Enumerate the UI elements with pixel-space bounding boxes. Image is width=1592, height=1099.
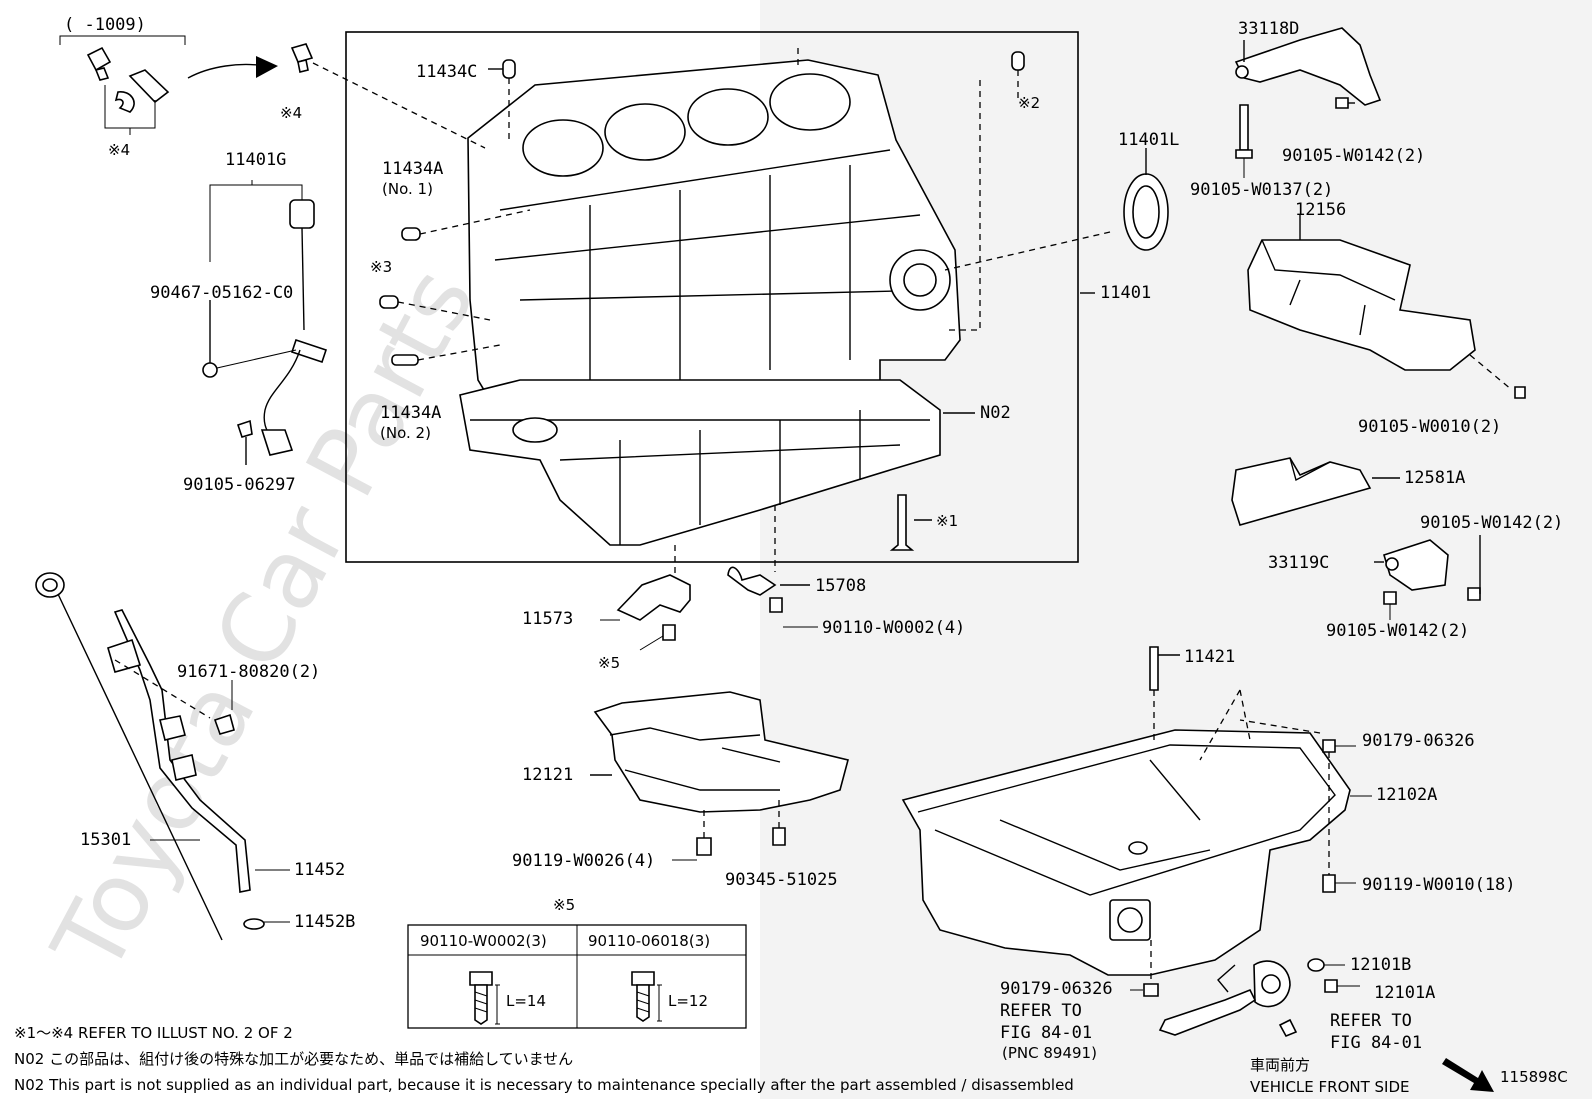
label-90105-W0010: 90105-W0010(2) xyxy=(1358,417,1501,437)
oil-pan-12102A xyxy=(901,646,1372,1038)
label-90179-06326-a: 90179-06326 xyxy=(1362,731,1475,751)
label-11401L: 11401L xyxy=(1118,130,1179,150)
label-90105-W0142-b: 90105-W0142(2) xyxy=(1420,513,1563,533)
label-90119-W0026: 90119-W0026(4) xyxy=(512,851,655,871)
engine-block-frame xyxy=(345,31,1079,563)
oil-seal-11401L xyxy=(1123,148,1169,251)
marker-4a: ※4 xyxy=(108,141,130,159)
label-12102A: 12102A xyxy=(1376,785,1437,805)
label-date-range: ( -1009) xyxy=(64,15,146,35)
label-90105-06297: 90105-06297 xyxy=(183,475,296,495)
label-90105-W0137: 90105-W0137(2) xyxy=(1190,180,1333,200)
oil-pressure-switch-group xyxy=(202,180,328,465)
illustration-id: 115898C xyxy=(1500,1068,1568,1086)
vehicle-front-japanese: 車両前方 xyxy=(1250,1056,1310,1074)
label-12581A: 12581A xyxy=(1404,468,1465,488)
label-33118D: 33118D xyxy=(1238,19,1299,39)
vehicle-front-indicator: 車両前方 VEHICLE FRONT SIDE xyxy=(1250,1056,1494,1096)
label-11434A-2: 11434A xyxy=(380,403,441,423)
oil-dipstick-group xyxy=(35,572,290,941)
refer-fig-b-line2: FIG 84-01 xyxy=(1330,1033,1422,1053)
label-11434A-1: 11434A xyxy=(382,159,443,179)
table-marker: ※5 xyxy=(553,896,575,914)
bracket-33119C xyxy=(1374,535,1481,620)
label-90467-05162-C0: 90467-05162-C0 xyxy=(150,283,293,303)
label-11421: 11421 xyxy=(1184,647,1235,667)
label-33119C: 33119C xyxy=(1268,553,1329,573)
part-labels: ( -1009) ※4 ※4 11434C ※2 11401G 11434A (… xyxy=(64,15,1563,1062)
label-91671-80820: 91671-80820(2) xyxy=(177,662,320,682)
table-len-2: L=12 xyxy=(668,992,708,1010)
label-12101A: 12101A xyxy=(1374,983,1435,1003)
oil-jet-fittings xyxy=(59,35,314,135)
marker-1: ※1 xyxy=(936,512,958,530)
label-90119-W0010: 90119-W0010(18) xyxy=(1362,875,1516,895)
baffle-11573-and-15708 xyxy=(600,566,818,651)
label-11434A-1-sub: (No. 1) xyxy=(382,180,433,198)
note-refer-illust: ※1～※4 REFER TO ILLUST NO. 2 OF 2 xyxy=(14,1024,293,1042)
oil-pan-12121 xyxy=(590,691,849,861)
insulator-12581A xyxy=(1231,457,1400,526)
label-15301: 15301 xyxy=(80,830,131,850)
note-n02-english: N02 This part is not supplied as an indi… xyxy=(14,1076,1074,1094)
bolt-spec-table: ※5 90110-W0002(3) 90110-06018(3) L=14 L=… xyxy=(407,896,747,1029)
label-90110-W0002: 90110-W0002(4) xyxy=(822,618,965,638)
refer-fig-b-line1: REFER TO xyxy=(1330,1011,1412,1031)
label-11401G: 11401G xyxy=(225,150,286,170)
label-90179-06326-b: 90179-06326 xyxy=(1000,979,1113,999)
label-12156: 12156 xyxy=(1295,200,1346,220)
leader-lines-block xyxy=(312,48,1111,580)
marker-4b: ※4 xyxy=(280,104,302,122)
marker-2: ※2 xyxy=(1018,94,1040,112)
label-11452B: 11452B xyxy=(294,912,355,932)
label-15708: 15708 xyxy=(815,576,866,596)
bracket-33118D xyxy=(1234,27,1382,178)
label-11434C: 11434C xyxy=(416,62,477,82)
marker-5: ※5 xyxy=(598,654,620,672)
label-90105-W0142-c: 90105-W0142(2) xyxy=(1326,621,1469,641)
label-11434A-2-sub: (No. 2) xyxy=(380,424,431,442)
label-12101B: 12101B xyxy=(1350,955,1411,975)
label-11401: 11401 xyxy=(1100,283,1151,303)
label-11573: 11573 xyxy=(522,609,573,629)
table-col-1: 90110-W0002(3) xyxy=(420,932,547,950)
label-11452: 11452 xyxy=(294,860,345,880)
label-N02: N02 xyxy=(980,403,1011,423)
table-len-1: L=14 xyxy=(506,992,546,1010)
refer-fig-a-line3: (PNC 89491) xyxy=(1002,1044,1097,1062)
baffle-plate-12156 xyxy=(1247,215,1526,399)
label-90345-51025: 90345-51025 xyxy=(725,870,838,890)
marker-3: ※3 xyxy=(370,258,392,276)
refer-fig-a-line1: REFER TO xyxy=(1000,1001,1082,1021)
note-n02-japanese: N02 この部品は、組付け後の特殊な加工が必要なため、単品では補給していません xyxy=(14,1050,573,1068)
label-12121: 12121 xyxy=(522,765,573,785)
refer-fig-a-line2: FIG 84-01 xyxy=(1000,1023,1092,1043)
footnotes: ※1～※4 REFER TO ILLUST NO. 2 OF 2 N02 この部… xyxy=(14,1024,1074,1094)
cylinder-block-drawing xyxy=(379,51,1025,551)
vehicle-front-english: VEHICLE FRONT SIDE xyxy=(1250,1078,1410,1096)
label-90105-W0142-a: 90105-W0142(2) xyxy=(1282,146,1425,166)
front-arrow-icon xyxy=(1442,1058,1494,1092)
watermark: Toyota Car Parts xyxy=(31,250,496,991)
table-col-2: 90110-06018(3) xyxy=(588,932,710,950)
